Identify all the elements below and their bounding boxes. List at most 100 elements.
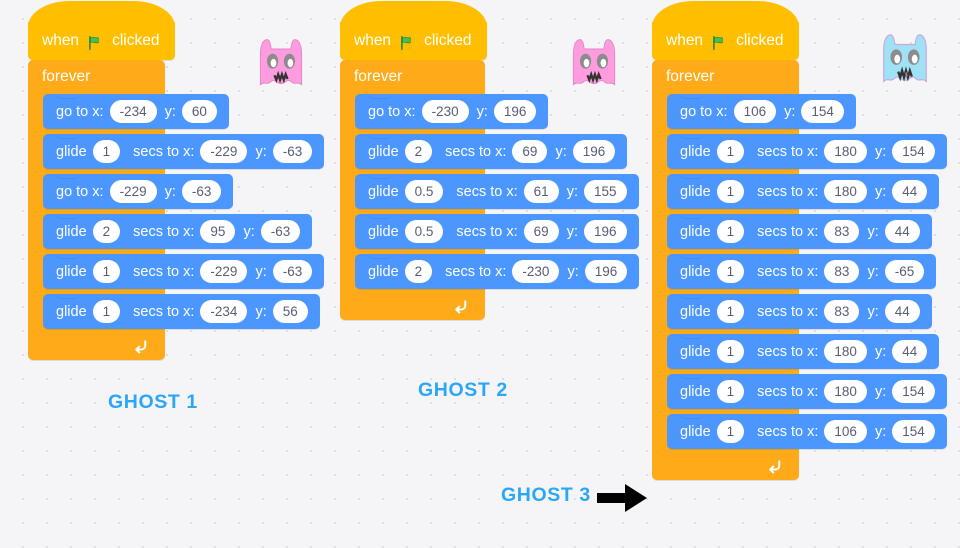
input-x[interactable]: 69 bbox=[523, 220, 559, 243]
input-secs[interactable]: 1 bbox=[716, 220, 745, 243]
input-secs[interactable]: 1 bbox=[716, 140, 745, 163]
block-glide-secs-to-xy[interactable]: glide 1 secs to x: 180 y: 154 bbox=[667, 374, 947, 409]
forever-block-2[interactable]: forever go to x: -230 y: 196 glide 2 sec… bbox=[340, 60, 640, 320]
input-y[interactable]: 44 bbox=[884, 220, 920, 243]
script-ghost2[interactable]: when clicked forever go to x: -230 y: 19… bbox=[340, 1, 640, 320]
block-label: glide bbox=[368, 143, 399, 160]
forever-block-3[interactable]: forever go to x: 106 y: 154 glide 1 secs… bbox=[652, 60, 947, 480]
input-x[interactable]: -234 bbox=[200, 300, 248, 323]
input-x[interactable]: -229 bbox=[200, 260, 248, 283]
forever-block-1[interactable]: forever go to x: -234 y: 60 glide 1 secs… bbox=[28, 60, 325, 360]
input-x[interactable]: 83 bbox=[824, 260, 860, 283]
input-secs[interactable]: 1 bbox=[92, 140, 121, 163]
input-secs[interactable]: 1 bbox=[716, 300, 745, 323]
input-y[interactable]: 60 bbox=[181, 100, 217, 123]
block-glide-secs-to-xy[interactable]: glide 1 secs to x: 83 y: 44 bbox=[667, 294, 932, 329]
input-secs[interactable]: 1 bbox=[716, 180, 745, 203]
input-x[interactable]: 180 bbox=[824, 180, 867, 203]
block-glide-secs-to-xy[interactable]: glide 2 secs to x: 69 y: 196 bbox=[355, 134, 628, 169]
block-label-mid: secs to x: bbox=[757, 263, 819, 280]
input-x[interactable]: 106 bbox=[733, 100, 777, 123]
block-glide-secs-to-xy[interactable]: glide 2 secs to x: -230 y: 196 bbox=[355, 254, 640, 289]
block-glide-secs-to-xy[interactable]: glide 0.5 secs to x: 61 y: 155 bbox=[355, 174, 639, 209]
block-glide-secs-to-xy[interactable]: glide 1 secs to x: -234 y: 56 bbox=[43, 294, 320, 329]
input-x[interactable]: -229 bbox=[200, 140, 248, 163]
input-y[interactable]: 44 bbox=[892, 340, 928, 363]
input-y[interactable]: 196 bbox=[493, 100, 537, 123]
block-glide-secs-to-xy[interactable]: glide 1 secs to x: 180 y: 44 bbox=[667, 334, 940, 369]
input-y[interactable]: -63 bbox=[181, 180, 222, 203]
forever-notch-1 bbox=[44, 60, 70, 65]
input-secs[interactable]: 1 bbox=[716, 420, 745, 443]
input-y[interactable]: -63 bbox=[272, 260, 313, 283]
block-label-y: y: bbox=[164, 183, 176, 200]
input-secs[interactable]: 1 bbox=[92, 260, 121, 283]
input-x[interactable]: -229 bbox=[109, 180, 157, 203]
block-glide-secs-to-xy[interactable]: glide 2 secs to x: 95 y: -63 bbox=[43, 214, 313, 249]
block-label: glide bbox=[368, 263, 399, 280]
input-y[interactable]: 155 bbox=[583, 180, 627, 203]
block-label-mid: secs to x: bbox=[757, 423, 819, 440]
input-y[interactable]: 154 bbox=[892, 420, 935, 443]
forever-notch-2 bbox=[356, 60, 382, 65]
green-flag-icon bbox=[712, 35, 727, 51]
hat-block-when-flag-clicked-3[interactable]: when clicked bbox=[652, 1, 800, 60]
input-secs[interactable]: 1 bbox=[92, 300, 121, 323]
script-ghost3[interactable]: when clicked forever go to x: 106 y: 154… bbox=[652, 1, 947, 480]
input-x[interactable]: 180 bbox=[824, 380, 867, 403]
input-x[interactable]: 83 bbox=[824, 220, 860, 243]
input-x[interactable]: 106 bbox=[824, 420, 867, 443]
block-go-to-xy[interactable]: go to x: 106 y: 154 bbox=[667, 94, 856, 129]
block-label-y: y: bbox=[243, 223, 255, 240]
input-x[interactable]: 180 bbox=[824, 140, 867, 163]
block-go-to-xy[interactable]: go to x: -234 y: 60 bbox=[43, 94, 229, 129]
input-y[interactable]: 154 bbox=[892, 380, 935, 403]
input-secs[interactable]: 1 bbox=[716, 260, 745, 283]
block-glide-secs-to-xy[interactable]: glide 1 secs to x: -229 y: -63 bbox=[43, 134, 325, 169]
input-y[interactable]: 154 bbox=[892, 140, 935, 163]
input-x[interactable]: 61 bbox=[523, 180, 559, 203]
input-secs[interactable]: 0.5 bbox=[404, 220, 444, 243]
input-x[interactable]: 180 bbox=[824, 340, 867, 363]
hat-block-when-flag-clicked-1[interactable]: when clicked bbox=[28, 1, 176, 60]
input-secs[interactable]: 2 bbox=[92, 220, 121, 243]
block-glide-secs-to-xy[interactable]: glide 1 secs to x: 180 y: 44 bbox=[667, 174, 940, 209]
input-y[interactable]: 196 bbox=[572, 140, 616, 163]
input-y[interactable]: 196 bbox=[584, 260, 628, 283]
block-label-y: y: bbox=[874, 343, 887, 360]
input-y[interactable]: 154 bbox=[801, 100, 844, 123]
ghost-sprite-pink-2 bbox=[564, 33, 624, 100]
input-y[interactable]: -65 bbox=[884, 260, 925, 283]
input-x[interactable]: 95 bbox=[200, 220, 236, 243]
input-x[interactable]: 69 bbox=[512, 140, 548, 163]
block-glide-secs-to-xy[interactable]: glide 1 secs to x: 180 y: 154 bbox=[667, 134, 947, 169]
block-glide-secs-to-xy[interactable]: glide 1 secs to x: 106 y: 154 bbox=[667, 414, 947, 449]
input-x[interactable]: 83 bbox=[824, 300, 860, 323]
block-label: glide bbox=[56, 143, 87, 160]
input-secs[interactable]: 1 bbox=[716, 340, 745, 363]
input-x[interactable]: -230 bbox=[421, 100, 469, 123]
input-y[interactable]: 44 bbox=[884, 300, 920, 323]
block-label-y: y: bbox=[874, 143, 887, 160]
input-y[interactable]: -63 bbox=[272, 140, 313, 163]
input-y[interactable]: 56 bbox=[272, 300, 308, 323]
block-go-to-xy[interactable]: go to x: -229 y: -63 bbox=[43, 174, 234, 209]
input-y[interactable]: 196 bbox=[583, 220, 627, 243]
input-x[interactable]: -234 bbox=[109, 100, 157, 123]
block-glide-secs-to-xy[interactable]: glide 1 secs to x: -229 y: -63 bbox=[43, 254, 325, 289]
script-ghost1[interactable]: when clicked forever go to x: -234 y: 60… bbox=[28, 1, 325, 360]
input-secs[interactable]: 2 bbox=[404, 260, 433, 283]
input-secs[interactable]: 2 bbox=[404, 140, 433, 163]
block-go-to-xy[interactable]: go to x: -230 y: 196 bbox=[355, 94, 549, 129]
hat-block-when-flag-clicked-2[interactable]: when clicked bbox=[340, 1, 488, 60]
input-y[interactable]: -63 bbox=[260, 220, 301, 243]
input-y[interactable]: 44 bbox=[892, 180, 928, 203]
input-secs[interactable]: 1 bbox=[716, 380, 745, 403]
input-secs[interactable]: 0.5 bbox=[404, 180, 444, 203]
block-glide-secs-to-xy[interactable]: glide 0.5 secs to x: 69 y: 196 bbox=[355, 214, 639, 249]
block-glide-secs-to-xy[interactable]: glide 1 secs to x: 83 y: 44 bbox=[667, 214, 932, 249]
input-x[interactable]: -230 bbox=[512, 260, 560, 283]
block-glide-secs-to-xy[interactable]: glide 1 secs to x: 83 y: -65 bbox=[667, 254, 937, 289]
block-label-y: y: bbox=[255, 303, 267, 320]
block-label-mid: secs to x: bbox=[133, 263, 195, 280]
